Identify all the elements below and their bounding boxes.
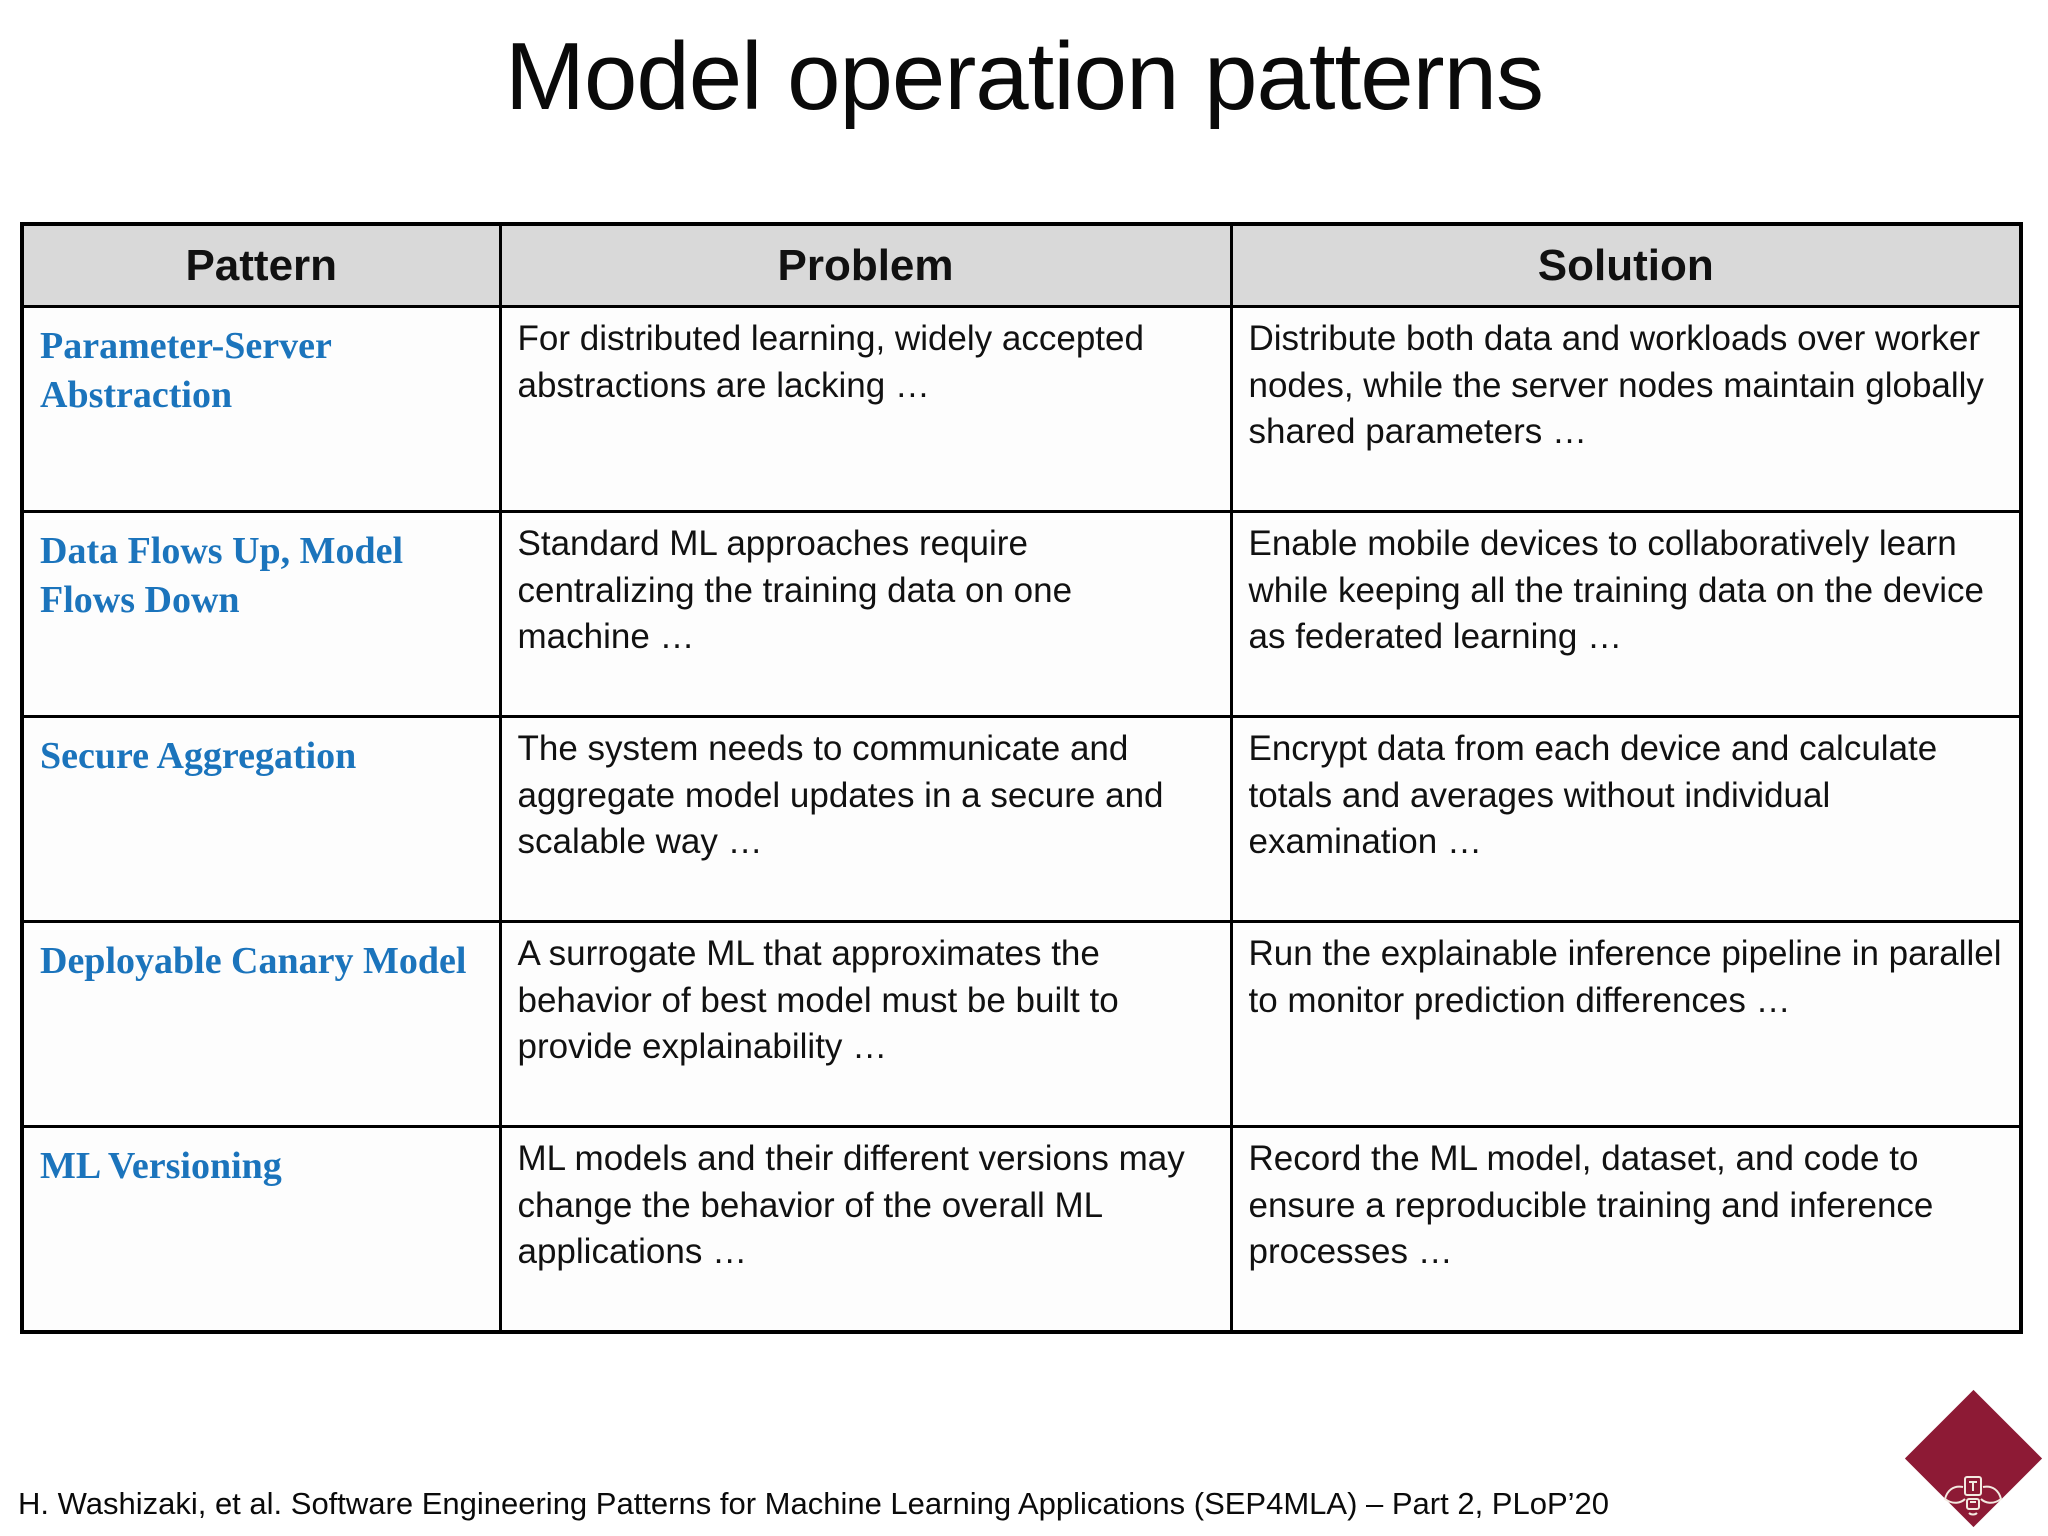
solution-text: Enable mobile devices to collaboratively… <box>1229 510 2023 718</box>
pattern-name: Data Flows Up, Model Flows Down <box>20 510 502 718</box>
pattern-name: Deployable Canary Model <box>20 920 502 1128</box>
problem-text: ML models and their different versions m… <box>498 1125 1233 1334</box>
solution-text: Encrypt data from each device and calcul… <box>1229 715 2023 923</box>
solution-text: Record the ML model, dataset, and code t… <box>1229 1125 2023 1334</box>
problem-text: Standard ML approaches require centraliz… <box>498 510 1233 718</box>
column-header-solution: Solution <box>1229 222 2023 308</box>
table-row: Deployable Canary Model A surrogate ML t… <box>20 920 2023 1128</box>
university-crest-icon <box>1943 1476 2003 1516</box>
page-title: Model operation patterns <box>505 23 1544 130</box>
problem-text: The system needs to communicate and aggr… <box>498 715 1233 923</box>
table-row: Parameter-Server Abstraction For distrib… <box>20 305 2023 513</box>
table-row: Data Flows Up, Model Flows Down Standard… <box>20 510 2023 718</box>
table-row: Secure Aggregation The system needs to c… <box>20 715 2023 923</box>
pattern-name: Secure Aggregation <box>20 715 502 923</box>
pattern-name: ML Versioning <box>20 1125 502 1334</box>
problem-text: For distributed learning, widely accepte… <box>498 305 1233 513</box>
pattern-name: Parameter-Server Abstraction <box>20 305 502 513</box>
solution-text: Run the explainable inference pipeline i… <box>1229 920 2023 1128</box>
table-header-row: Pattern Problem Solution <box>20 222 2023 308</box>
problem-text: A surrogate ML that approximates the beh… <box>498 920 1233 1128</box>
column-header-pattern: Pattern <box>20 222 502 308</box>
patterns-table: Pattern Problem Solution Parameter-Serve… <box>20 222 2023 1334</box>
column-header-problem: Problem <box>498 222 1233 308</box>
footer-citation: H. Washizaki, et al. Software Engineerin… <box>18 1486 1610 1521</box>
solution-text: Distribute both data and workloads over … <box>1229 305 2023 513</box>
table-row: ML Versioning ML models and their differ… <box>20 1125 2023 1334</box>
